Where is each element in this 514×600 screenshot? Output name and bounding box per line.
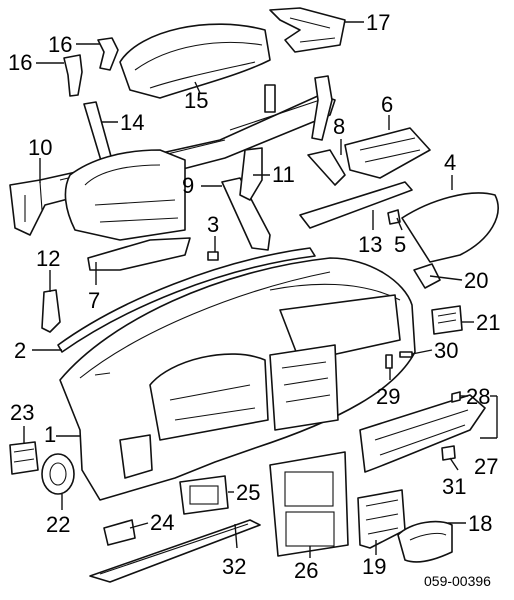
part-hvac-module xyxy=(357,489,406,549)
part-vertical-bracket xyxy=(83,101,113,165)
part-left-vent xyxy=(9,441,39,475)
part-screws xyxy=(385,351,413,369)
callout-9: 9 xyxy=(182,173,194,198)
callout-4: 4 xyxy=(444,150,456,175)
callout-21: 21 xyxy=(476,310,500,335)
part-glove-hardware xyxy=(441,391,461,461)
callout-26: 26 xyxy=(294,558,318,583)
callout-14: 14 xyxy=(120,110,144,135)
part-instrument-hood xyxy=(119,23,271,99)
part-upper-brace xyxy=(269,7,346,53)
callout-10: 10 xyxy=(28,135,52,160)
callout-30: 30 xyxy=(434,338,458,363)
callout-3: 3 xyxy=(207,212,219,237)
callout-22: 22 xyxy=(46,512,70,537)
part-glove-box-bin xyxy=(359,394,486,473)
callout-16b: 16 xyxy=(48,32,72,57)
part-defroster-strip xyxy=(57,247,316,353)
callout-31: 31 xyxy=(442,474,466,499)
callout-2: 2 xyxy=(14,338,26,363)
part-center-bezel xyxy=(269,451,349,557)
part-center-supports xyxy=(221,147,271,251)
part-clip xyxy=(387,209,401,225)
callout-23: 23 xyxy=(10,400,34,425)
callout-5: 5 xyxy=(394,232,406,257)
part-left-bezel xyxy=(41,453,75,495)
callout-1: 1 xyxy=(44,422,56,447)
callout-15: 15 xyxy=(184,88,208,113)
callout-19: 19 xyxy=(362,554,386,579)
part-lower-trim xyxy=(87,237,191,271)
part-side-bracket xyxy=(41,289,61,333)
callout-16a: 16 xyxy=(8,50,32,75)
part-right-vent-bezel xyxy=(397,520,453,563)
callout-8: 8 xyxy=(333,114,345,139)
part-small-panel xyxy=(103,519,136,546)
part-small-brackets xyxy=(63,37,119,97)
diagram-code: 059-00396 xyxy=(424,573,491,589)
callout-28: 28 xyxy=(466,384,490,409)
part-column-support xyxy=(64,149,186,241)
part-floor-trim xyxy=(89,519,261,583)
callout-17: 17 xyxy=(366,10,390,35)
part-glove-box-door xyxy=(401,192,499,263)
callout-32: 32 xyxy=(222,554,246,579)
part-switch-bezel xyxy=(179,475,229,515)
callout-13: 13 xyxy=(358,232,382,257)
callout-18: 18 xyxy=(468,511,492,536)
part-side-vents xyxy=(413,263,463,335)
callout-6: 6 xyxy=(381,92,393,117)
callout-20: 20 xyxy=(464,268,488,293)
leader-lines xyxy=(23,21,498,558)
callout-7: 7 xyxy=(88,288,100,313)
callout-12: 12 xyxy=(36,246,60,271)
callout-29: 29 xyxy=(376,384,400,409)
callout-11: 11 xyxy=(272,162,295,187)
part-fastener xyxy=(207,251,219,261)
callout-24: 24 xyxy=(150,510,174,535)
callout-25: 25 xyxy=(236,480,260,505)
callout-labels: 1 2 3 4 5 6 7 8 9 10 11 12 13 14 15 16 1… xyxy=(8,10,500,583)
part-right-brackets xyxy=(299,127,431,229)
part-dash-panel xyxy=(59,257,416,501)
callout-27: 27 xyxy=(474,454,498,479)
